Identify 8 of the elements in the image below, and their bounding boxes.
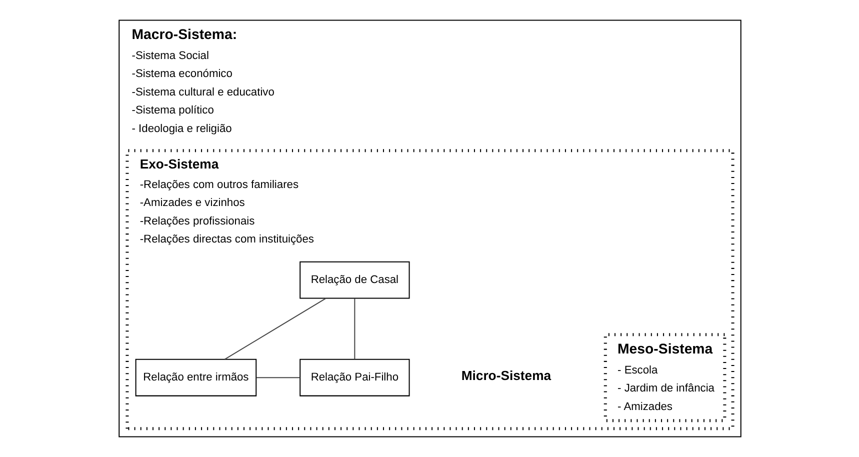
node-box: Relação Pai-Filho <box>299 358 410 396</box>
node-box: Relação entre irmãos <box>134 358 256 396</box>
label: Micro-Sistema <box>460 368 551 384</box>
connector <box>224 298 326 360</box>
node-box: Relação de Casal <box>299 261 410 299</box>
connector <box>354 298 355 360</box>
connector <box>256 377 300 378</box>
node-box: Meso-Sistema - Escola - Jardim de infância - Amizades <box>603 333 726 422</box>
